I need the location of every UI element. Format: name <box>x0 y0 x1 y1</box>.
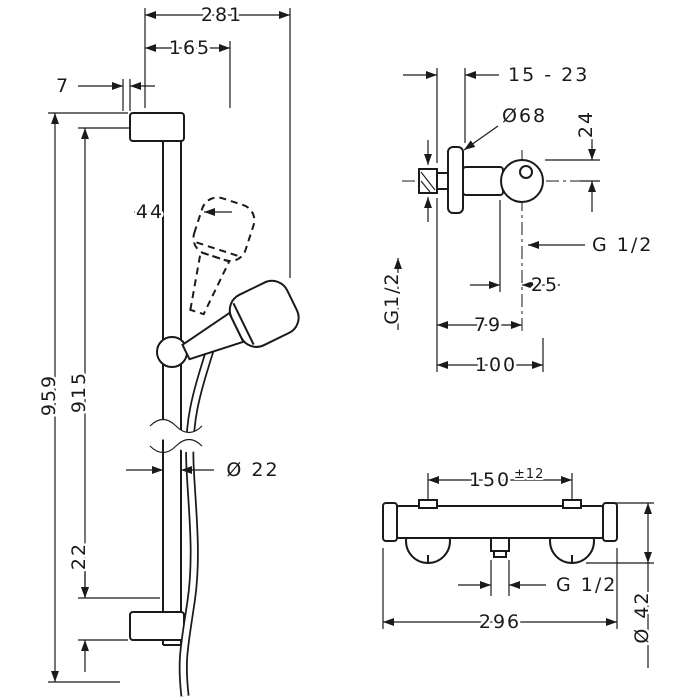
dim-79-label: 79 <box>474 314 502 336</box>
dim-25-label: 25 <box>531 274 559 296</box>
dim-15-23-label: 15 - 23 <box>508 64 589 86</box>
bottom-bracket <box>129 611 185 641</box>
hand-shower <box>181 279 300 361</box>
dim-dia68-label: Ø68 <box>502 105 547 127</box>
center-outlet <box>490 537 510 558</box>
dim-g12-right: G 1/2 <box>528 232 654 259</box>
dim-100: 100 <box>437 352 543 379</box>
dim-dia42-label: Ø 42 <box>631 590 653 643</box>
dim-915: 915 <box>66 127 160 599</box>
dim-g12-supply: G1/2 <box>379 140 432 330</box>
dim-dia42: Ø 42 <box>586 502 656 668</box>
dim-g12-outlet: G 1/2 <box>458 560 618 599</box>
wall-connection-view: 15 - 23 Ø68 24 G 1/2 G1/2 <box>379 62 654 379</box>
break-mark <box>149 418 203 454</box>
dim-15-23: 15 - 23 <box>403 62 590 89</box>
dim-959-label: 959 <box>38 374 60 416</box>
dim-24-label: 24 <box>575 110 597 138</box>
dim-296: 296 <box>382 548 618 636</box>
dim-100-label: 100 <box>475 354 517 376</box>
dim-7-label: 7 <box>56 75 70 97</box>
shower-rail-view: 281 165 7 959 915 <box>36 2 300 697</box>
dim-44: 44 <box>133 199 232 226</box>
dim-g12-supply-label: G1/2 <box>381 271 403 324</box>
dim-296-label: 296 <box>479 611 521 633</box>
dim-dia68: Ø68 <box>463 103 548 151</box>
dim-915-label: 915 <box>68 371 90 413</box>
right-escutcheon-tick <box>562 499 582 509</box>
dim-g12-outlet-label: G 1/2 <box>556 574 617 596</box>
shower-hose <box>178 348 215 697</box>
right-cap <box>602 502 618 542</box>
dim-150: 150 ±12 <box>427 465 573 499</box>
dim-150-label: 150 <box>469 469 511 491</box>
top-bracket <box>129 112 185 142</box>
stop-valve-body <box>418 146 544 214</box>
dim-281: 281 <box>144 2 291 278</box>
slider-holder <box>156 336 188 368</box>
dim-165: 165 <box>145 35 231 108</box>
dim-7: 7 <box>53 73 155 111</box>
dim-22v-label: 22 <box>68 542 90 570</box>
dim-25: 25 <box>470 272 560 299</box>
dim-959: 959 <box>36 112 128 683</box>
dim-dia22-label: Ø 22 <box>226 459 279 481</box>
dim-150-tolerance-label: ±12 <box>514 467 544 482</box>
dim-165-label: 165 <box>169 37 211 59</box>
dim-22v: 22 <box>66 539 128 672</box>
mixer-body <box>394 505 606 539</box>
escutcheon-side <box>447 146 464 214</box>
thermostat-view: 150 ±12 G 1/2 296 Ø 42 <box>382 465 656 668</box>
dim-281-label: 281 <box>201 4 243 26</box>
dim-79: 79 <box>437 312 522 339</box>
left-escutcheon-tick <box>418 499 438 509</box>
dim-24: 24 <box>545 107 600 212</box>
left-cap <box>382 502 398 542</box>
hand-shower-phantom <box>189 196 256 316</box>
dim-44-label: 44 <box>136 201 164 223</box>
wall-bar <box>162 138 182 646</box>
dim-g12-right-label: G 1/2 <box>592 234 653 256</box>
dim-dia22: Ø 22 <box>126 457 280 484</box>
